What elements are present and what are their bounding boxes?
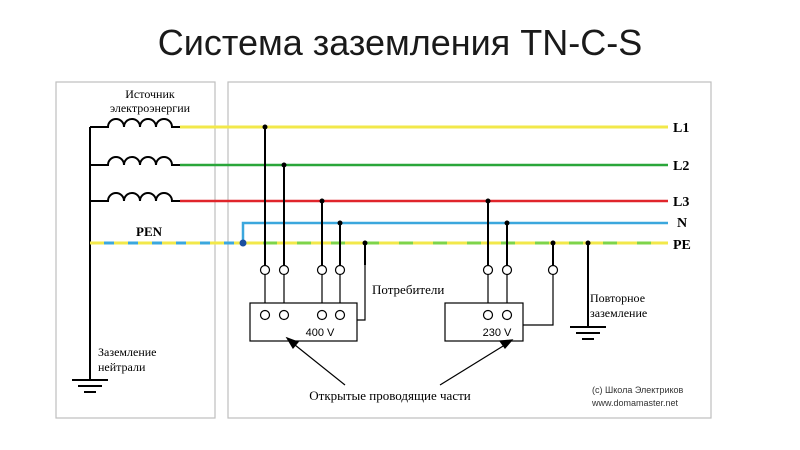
winding-l2-icon xyxy=(90,156,180,166)
load-400v-label: 400 V xyxy=(306,327,335,339)
load-230v-terminals xyxy=(482,309,513,321)
consumers-label: Потребители xyxy=(372,282,444,297)
label-l2: L2 xyxy=(673,159,689,174)
neutral-ground-icon xyxy=(72,379,108,393)
label-n: N xyxy=(677,216,687,231)
load-230v-box xyxy=(444,302,524,342)
repeat-ground-label-2: заземление xyxy=(590,306,647,320)
source-label-2: электроэнергии xyxy=(110,101,191,115)
open-parts-label: Открытые проводящие части xyxy=(309,388,471,403)
line-n xyxy=(241,221,668,243)
open-parts-arrows xyxy=(285,336,514,386)
label-pen: PEN xyxy=(136,224,163,239)
source-label-1: Источник xyxy=(125,87,175,101)
label-l3: L3 xyxy=(673,195,689,210)
winding-l3-icon xyxy=(90,192,180,202)
neutral-ground-label-2: нейтрали xyxy=(98,360,146,374)
load-230v-label: 230 V xyxy=(483,327,512,339)
neutral-ground-label-1: Заземление xyxy=(98,345,156,359)
label-l1: L1 xyxy=(673,121,689,136)
winding-l1-icon xyxy=(90,118,180,128)
consumer-frame xyxy=(227,81,712,419)
consumer-400-drops xyxy=(259,124,368,321)
page-title: Система заземления TN-C-S xyxy=(157,22,643,63)
source-frame xyxy=(55,81,216,419)
load-400v-box xyxy=(249,302,358,342)
repeat-ground-icon xyxy=(570,240,606,340)
credit-line-2: www.domamaster.net xyxy=(591,398,679,408)
label-pe: PE xyxy=(673,238,691,253)
load-400v-terminals xyxy=(259,309,346,321)
repeat-ground-label-1: Повторное xyxy=(590,291,645,305)
winding-icons xyxy=(90,118,180,202)
credit-line-1: (с) Школа Электриков xyxy=(592,385,684,395)
pen-split-node xyxy=(239,239,247,247)
